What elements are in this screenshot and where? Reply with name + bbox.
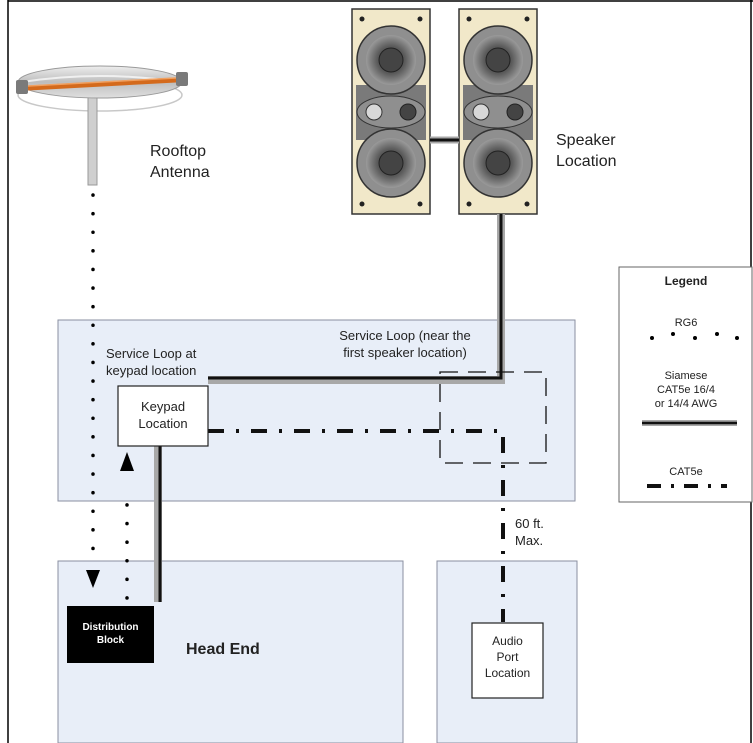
- legend-siamese-label: Siamese CAT5e 16/4 or 14/4 AWG: [654, 370, 718, 410]
- distance-label: 60 ft. Max.: [515, 516, 544, 548]
- siamese-cable-speaker-to-keypad: [208, 214, 505, 384]
- audio-port-label: Audio Port Location: [484, 634, 531, 680]
- antenna-label: Rooftop Antenna: [150, 143, 210, 181]
- service-loop-speaker-outline: [439, 371, 547, 464]
- keypad-box: [117, 385, 209, 447]
- legend-box: [618, 266, 753, 503]
- distribution-block-label: Distribution Block: [82, 622, 139, 646]
- antenna-icon: [16, 65, 188, 186]
- keypad-location-label: Keypad Location: [138, 399, 188, 431]
- service-loop-speaker-label: Service Loop (near the first speaker loc…: [339, 328, 471, 360]
- cat5e-cable-keypad-to-audio-port: [208, 429, 505, 622]
- speaker-location-label: Speaker Location: [556, 132, 617, 170]
- legend-cat5e-label: CAT5e: [669, 466, 703, 478]
- service-loop-keypad-label: Service Loop at keypad location: [106, 346, 197, 378]
- up-arrow-icon: [120, 452, 134, 471]
- legend-title: Legend: [664, 274, 708, 288]
- legend-rg6-sample: [650, 332, 739, 340]
- legend-rg6-label: RG6: [674, 317, 698, 329]
- audio-port-box: [471, 622, 544, 699]
- speaker-left-icon: [351, 8, 431, 215]
- head-end-label: Head End: [186, 641, 260, 658]
- siamese-cable-keypad-to-head-end: [154, 446, 162, 602]
- down-arrow-icon: [86, 570, 100, 588]
- distribution-block-box: [67, 606, 154, 663]
- speaker-right-icon: [458, 8, 538, 215]
